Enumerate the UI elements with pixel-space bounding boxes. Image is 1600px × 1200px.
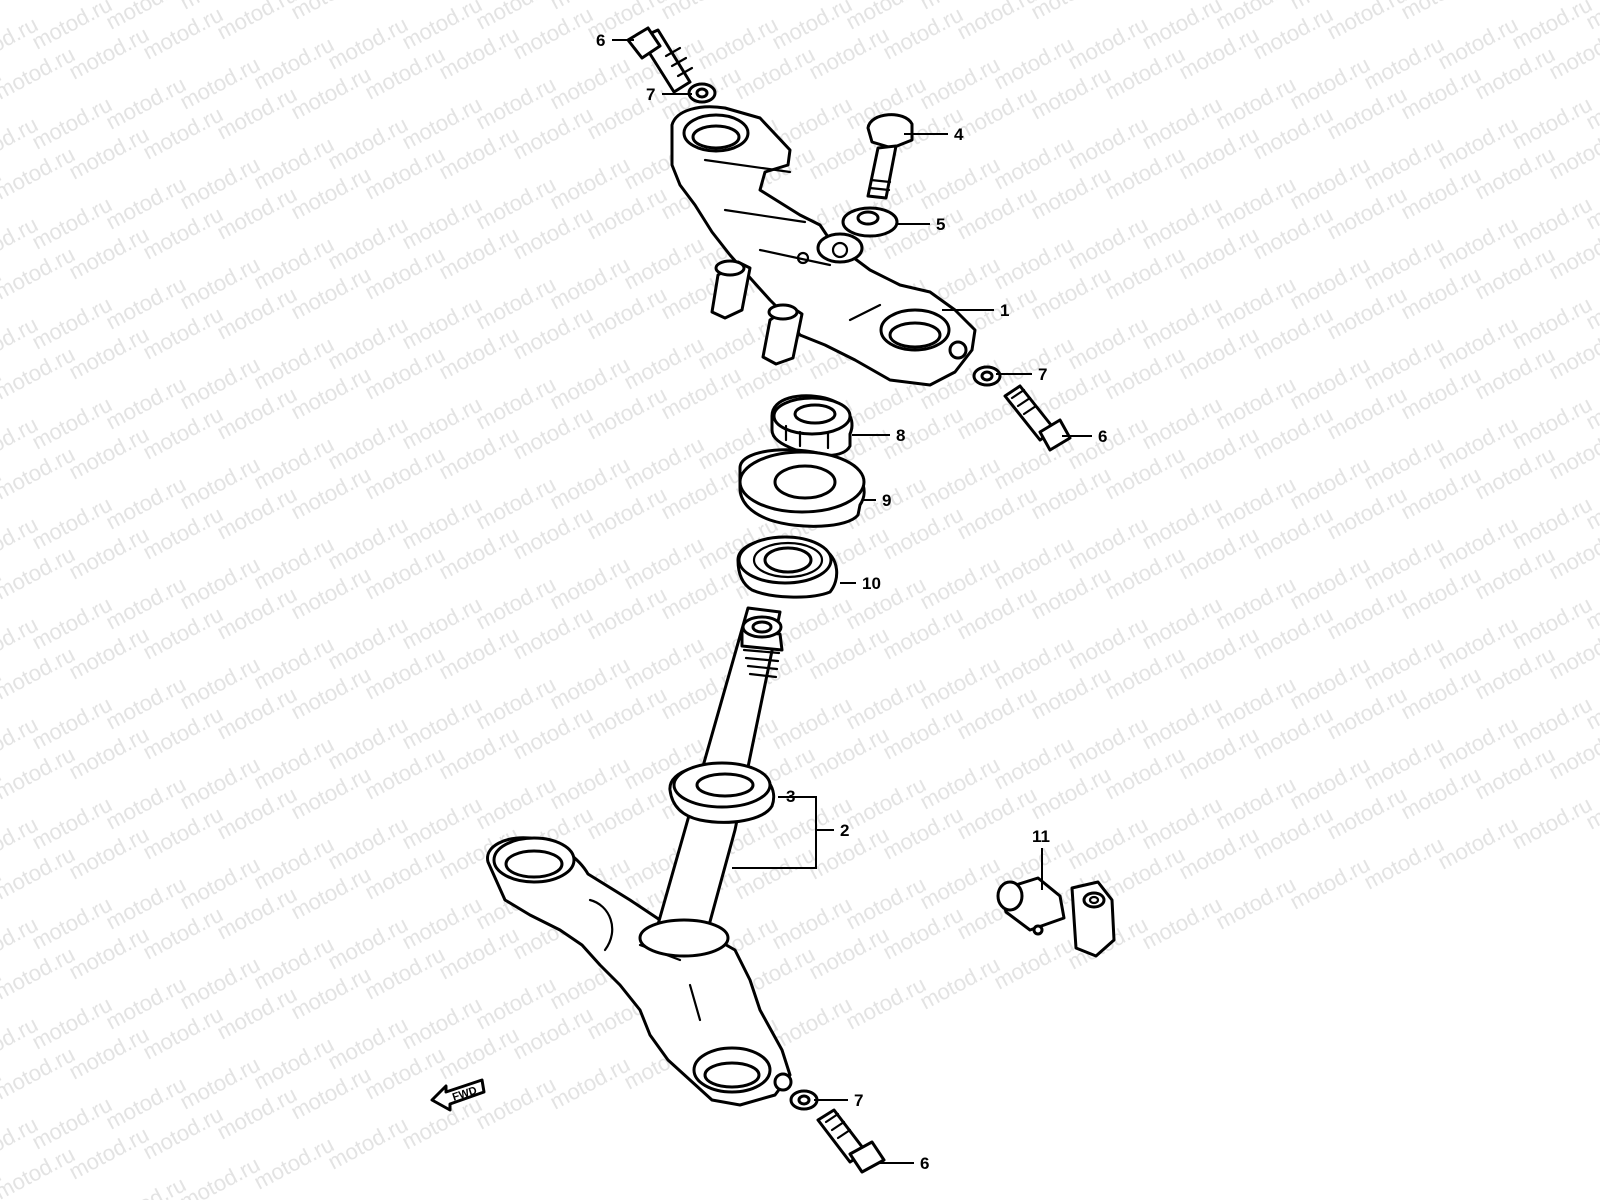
- lower-bearing: [668, 761, 776, 824]
- callout-8: 8: [896, 426, 905, 445]
- callout-10: 10: [862, 574, 881, 593]
- watermark-text: motod.ru: [842, 972, 930, 1035]
- callout-1: 1: [1000, 301, 1009, 320]
- clamp-bolt: [866, 113, 914, 200]
- watermark-text: motod.ru: [1101, 0, 1189, 4]
- dust-seal: [738, 448, 866, 528]
- watermark-text: motod.ru: [1397, 0, 1485, 24]
- watermark-text: motod.ru: [990, 932, 1078, 995]
- watermark-text: motod.ru: [250, 1132, 338, 1195]
- watermark-text: motod.ru: [1360, 832, 1448, 895]
- watermark-text: motod.ru: [1138, 892, 1226, 955]
- watermark-text: motod.ru: [1212, 872, 1300, 935]
- lower-bracket: [486, 836, 793, 1107]
- watermark-text: motod.ru: [1323, 0, 1411, 44]
- callout-6: 6: [596, 31, 605, 50]
- watermark-text: motod.ru: [287, 0, 375, 24]
- callout-labels: 6 7 4 5 1 7 6 8 9 10 3 2 11 7 6: [596, 31, 1107, 1173]
- callout-11: 11: [1032, 827, 1050, 846]
- steering-lock: [996, 876, 1116, 958]
- callout-5: 5: [936, 215, 945, 234]
- lock-washer-top: [687, 82, 717, 104]
- watermark-text: motod.ru: [916, 952, 1004, 1015]
- watermark-text: motod.ru: [213, 0, 301, 44]
- callout-7: 7: [854, 1091, 863, 1110]
- watermark-text: motod.ru: [472, 1072, 560, 1135]
- callout-3: 3: [786, 787, 795, 806]
- lock-washer-bottom: [789, 1089, 819, 1111]
- callout-4: 4: [954, 125, 964, 144]
- pinch-bolt-right: [1003, 384, 1072, 452]
- callout-9: 9: [882, 491, 891, 510]
- callout-2: 2: [840, 821, 849, 840]
- watermark-text: motod.ru: [657, 0, 745, 24]
- watermark-text: motod.ru: [546, 1052, 634, 1115]
- callout-7: 7: [646, 85, 655, 104]
- watermark-text: motod.ru: [1434, 812, 1522, 875]
- direction-arrow-icon: [430, 1078, 486, 1112]
- watermark-text: motod.ru: [953, 0, 1041, 44]
- watermark-text: motod.ru: [1027, 0, 1115, 24]
- watermark-text: motod.ru: [324, 1112, 412, 1175]
- flat-washer: [841, 206, 899, 238]
- upper-bearing: [736, 535, 839, 599]
- callout-6: 6: [1098, 427, 1107, 446]
- pinch-bolt-top: [626, 26, 694, 94]
- lock-washer-right: [972, 365, 1002, 387]
- steering-stem-nut: [770, 394, 854, 457]
- pinch-bolt-bottom: [816, 1108, 886, 1174]
- watermark-text: motod.ru: [0, 0, 79, 4]
- callout-leaders: [612, 39, 1092, 1164]
- watermark-text: motod.ru: [361, 0, 449, 4]
- watermark-text: motod.ru: [1286, 852, 1374, 915]
- watermark-text: motod.ru: [0, 1162, 5, 1200]
- watermark-text: motod.ru: [731, 0, 819, 4]
- upper-bracket: [670, 105, 977, 387]
- fwd-direction-marker: FWD: [430, 1078, 486, 1112]
- callout-6: 6: [920, 1154, 929, 1173]
- watermark-text: motod.ru: [1471, 0, 1559, 4]
- watermark-text: motod.ru: [1508, 792, 1596, 855]
- callout-7: 7: [1038, 365, 1047, 384]
